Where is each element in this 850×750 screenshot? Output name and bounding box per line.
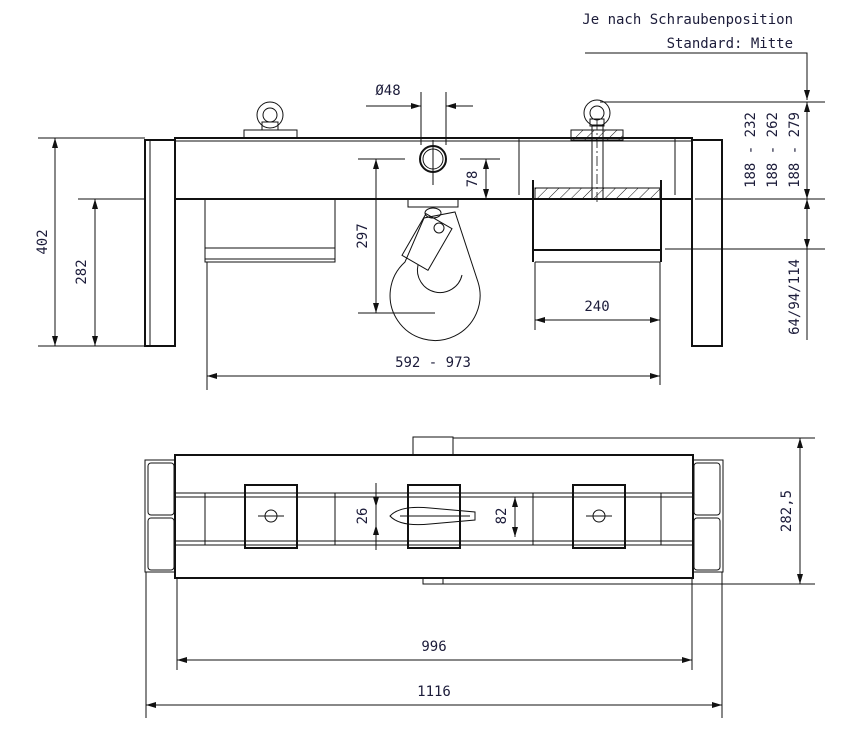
note-line-2: Standard: Mitte [667, 36, 793, 52]
dimension-hole-offset: 78 [460, 158, 500, 199]
clamp-right-icon [572, 484, 626, 549]
position-note: Je nach Schraubenposition Standard: Mitt… [582, 12, 810, 100]
right-fork-pocket-section [518, 120, 676, 263]
top-knob [412, 436, 454, 456]
dimension-inner-82: 82 [494, 497, 518, 537]
dimension-inner-length: 996 [176, 578, 693, 670]
svg-text:78: 78 [465, 171, 481, 188]
svg-text:1116: 1116 [417, 684, 451, 700]
clamp-left-icon [244, 484, 298, 549]
dimension-height-total: 402 [35, 137, 145, 347]
svg-text:188 - 262: 188 - 262 [765, 112, 781, 188]
svg-text:282,5: 282,5 [779, 490, 795, 532]
svg-text:282: 282 [74, 259, 90, 284]
svg-text:26: 26 [355, 508, 371, 525]
svg-text:Ø48: Ø48 [375, 83, 400, 99]
note-line-1: Je nach Schraubenposition [582, 12, 793, 28]
right-end-plate [691, 139, 723, 347]
dimension-height-lower: 282 [74, 198, 145, 346]
eye-bolt-right-icon [583, 99, 611, 127]
hook-top-icon [389, 484, 476, 549]
svg-text:297: 297 [355, 223, 371, 248]
svg-text:996: 996 [421, 639, 446, 655]
dimension-inner-26: 26 [355, 483, 379, 550]
hook-assembly-icon [389, 92, 481, 341]
right-end-blocks [692, 459, 724, 573]
dimension-eye-height-ranges: 188 - 232 188 - 262 188 - 279 64/94/114 [600, 101, 825, 340]
left-end-plate [144, 139, 176, 347]
left-fork-pocket [204, 198, 336, 263]
svg-text:592 - 973: 592 - 973 [395, 355, 471, 371]
dimension-total-length: 1116 [145, 572, 723, 718]
svg-text:188 - 232: 188 - 232 [743, 112, 759, 188]
dimension-depth: 282,5 [443, 437, 815, 585]
dimension-pocket-width: 240 [534, 262, 661, 385]
top-view: 282,5 26 82 996 1116 [144, 436, 815, 718]
svg-text:64/94/114: 64/94/114 [787, 259, 803, 335]
svg-text:240: 240 [584, 299, 609, 315]
eye-bolt-left-icon [243, 101, 298, 139]
svg-text:188 - 279: 188 - 279 [787, 112, 803, 188]
svg-text:82: 82 [494, 508, 510, 525]
svg-text:402: 402 [35, 229, 51, 254]
dimension-diameter: Ø48 [366, 83, 473, 109]
left-end-blocks [144, 459, 176, 573]
dimension-pocket-spacing: 592 - 973 [206, 262, 660, 390]
dimension-hook-depth: 297 [355, 158, 435, 314]
side-view: Ø48 402 282 297 78 240 [35, 83, 825, 390]
